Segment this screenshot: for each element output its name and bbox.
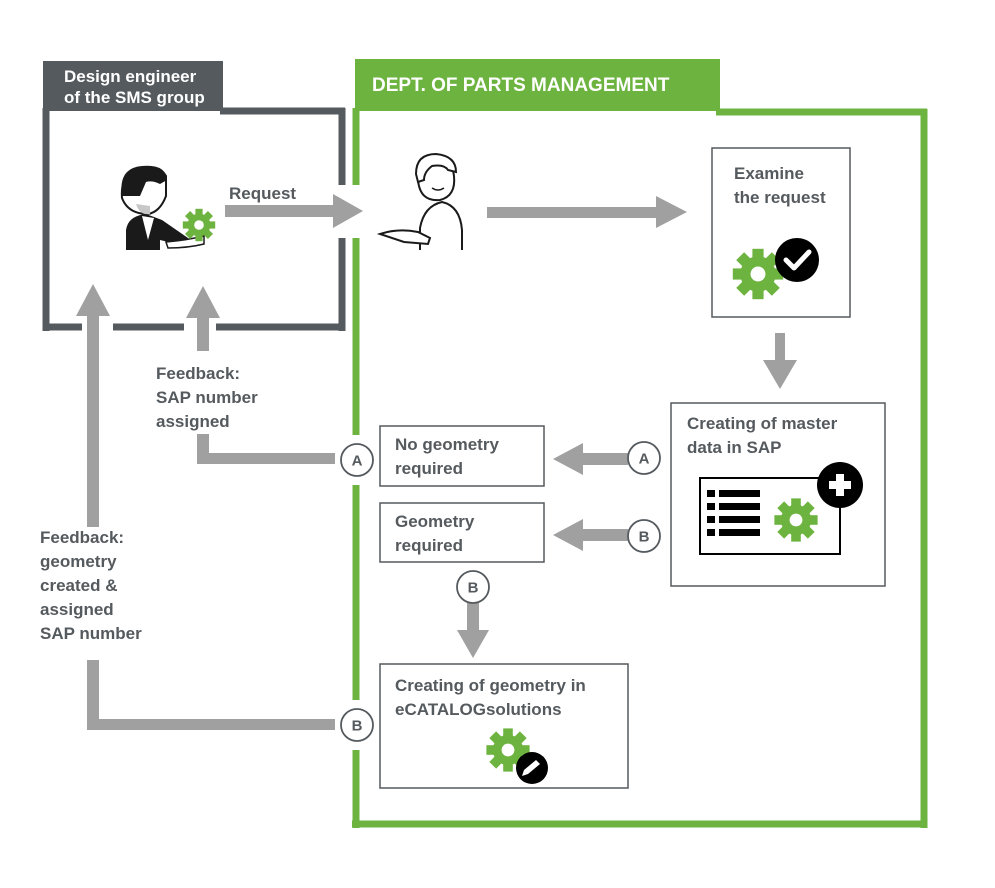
no-geometry-box: No geometry required [379, 425, 545, 487]
feedback-geo-line4: assigned [40, 600, 114, 619]
feedback-geometry-label: Feedback: geometry created & assigned SA… [40, 528, 142, 643]
feedback-sap-arrow-shaft [197, 315, 209, 351]
request-arrow-head [333, 194, 363, 228]
request-gear-icon [182, 208, 216, 242]
parts-clerk-icon [376, 152, 463, 250]
master-data-box: Creating of master data in SAP [670, 402, 886, 587]
b-down-arrow-shaft [467, 602, 479, 632]
pencil-icon [522, 760, 540, 776]
geo-line1: Geometry [395, 512, 475, 531]
parts-management-panel: DEPT. OF PARTS MANAGEMENT [352, 59, 928, 828]
feedback-sap-line3: assigned [156, 412, 230, 431]
parts-panel-frame [352, 108, 928, 828]
parts-panel-title: DEPT. OF PARTS MANAGEMENT [372, 75, 670, 96]
request-label: Request [229, 184, 296, 203]
master-line1: Creating of master [687, 414, 838, 433]
engineer-panel-title-line1: Design engineer [64, 67, 197, 86]
feedback-geo-line1: Feedback: [40, 528, 124, 547]
master-line2: data in SAP [687, 438, 781, 457]
a-arrow-head [553, 443, 583, 475]
feedback-sap-arrow-head [186, 286, 220, 318]
b-down-arrow-head [457, 630, 489, 658]
marker-b-left: B [340, 708, 374, 742]
a-arrow-shaft [580, 453, 628, 465]
marker-b-mid: B [456, 570, 490, 604]
feedback-geo-line3: created & [40, 576, 117, 595]
feedback-geo-arrow-head [76, 284, 110, 316]
master-data-list-icon [699, 477, 841, 555]
examine-line1: Examine [734, 164, 804, 183]
down-arrow-head [763, 360, 797, 389]
marker-b-right: B [627, 519, 661, 553]
feedback-sap-label: Feedback: SAP number assigned [156, 364, 258, 431]
marker-b-left-label: B [352, 718, 363, 735]
feedback-geo-line-across [87, 719, 335, 730]
feedback-geo-line-up [87, 660, 99, 730]
create-geo-line1: Creating of geometry in [395, 676, 586, 695]
marker-a-left: A [340, 443, 374, 477]
plus-horizontal [829, 481, 851, 489]
forward-arrow-head [656, 196, 687, 228]
feedback-sap-line2: SAP number [156, 388, 258, 407]
no-geo-line1: No geometry [395, 435, 499, 454]
down-arrow-shaft [775, 333, 785, 363]
b-arrow-head [553, 519, 583, 551]
request-arrow-shaft [225, 205, 335, 217]
engineer-panel-header [43, 61, 223, 111]
examine-request-box: Examine the request [711, 147, 851, 318]
marker-b-mid-label: B [468, 580, 479, 597]
check-mark-icon [783, 249, 812, 271]
geo-line2: required [395, 536, 463, 555]
parts-panel-header [355, 59, 720, 111]
feedback-geo-arrow-shaft [87, 312, 99, 527]
feedback-sap-line-across [197, 453, 335, 464]
engineer-panel-title-line2: of the SMS group [64, 88, 205, 107]
marker-a-left-label: A [352, 453, 363, 470]
engineer-icon [120, 165, 205, 250]
no-geo-line2: required [395, 459, 463, 478]
feedback-geo-line2: geometry [40, 552, 117, 571]
marker-a-right-label: A [639, 451, 650, 468]
feedback-geo-line5: SAP number [40, 624, 142, 643]
flow-arrows [76, 194, 797, 730]
engineer-panel: Design engineer of the SMS group [42, 61, 346, 331]
forward-arrow-shaft [487, 207, 659, 218]
engineer-panel-frame [42, 107, 346, 331]
b-arrow-shaft [580, 529, 628, 541]
marker-a-right: A [627, 441, 661, 475]
feedback-sap-line1: Feedback: [156, 364, 240, 383]
check-circle-icon [775, 238, 819, 282]
create-geo-line2: eCATALOGsolutions [395, 700, 562, 719]
create-geometry-box: Creating of geometry in eCATALOGsolution… [379, 663, 629, 789]
geometry-required-box: Geometry required [379, 502, 545, 563]
examine-line2: the request [734, 188, 826, 207]
marker-b-right-label: B [639, 529, 650, 546]
